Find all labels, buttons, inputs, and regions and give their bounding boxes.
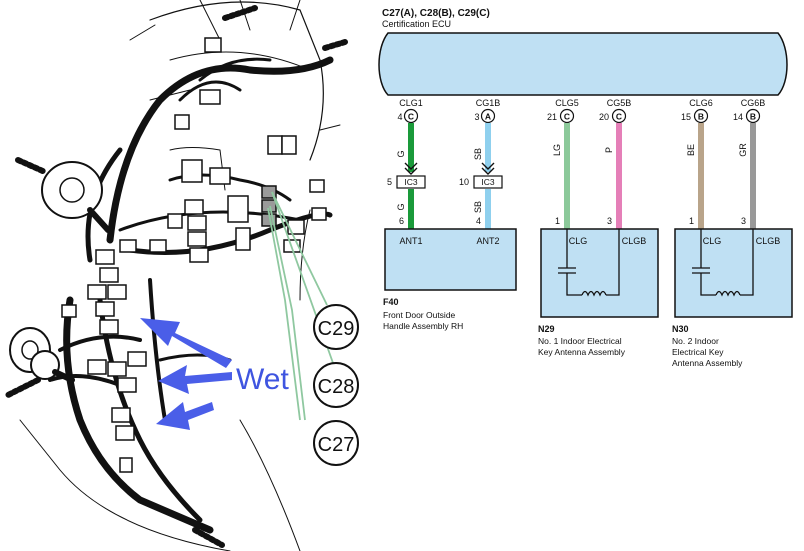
- wires: [408, 123, 756, 229]
- component-n29: CLG CLGB N29 No. 1 Indoor Electrical Key…: [538, 228, 659, 357]
- wire-code-g-lower: G: [396, 203, 406, 210]
- lc-circuit-symbol: [558, 229, 620, 297]
- junction-ic3-pin5: IC3 5: [387, 162, 426, 189]
- n29-name-line: Key Antenna Assembly: [538, 347, 626, 357]
- pin-label: CG5B: [607, 98, 632, 108]
- junction-pin-upper: 10: [459, 177, 469, 187]
- ecu-pin-cg5b: CG5B 20 C: [599, 98, 632, 124]
- f40-name-line: Front Door Outside: [383, 310, 456, 320]
- wire-code-g: G: [396, 150, 406, 157]
- harness-illustration: [5, 0, 348, 551]
- ecu-subtitle: Certification ECU: [382, 19, 451, 29]
- f40-pin-label: ANT1: [399, 236, 422, 246]
- n29-id: N29: [538, 324, 555, 334]
- junction-ic3-pin10: IC3 10: [459, 162, 503, 189]
- n30-pin-label: CLGB: [756, 236, 781, 246]
- lc-circuit-symbol: [692, 229, 754, 297]
- pin-number: 21: [547, 112, 557, 122]
- arrow-icon: [156, 402, 214, 430]
- pin-connector: C: [408, 112, 414, 122]
- arrow-icon: [140, 318, 232, 368]
- pin-label: CLG6: [689, 98, 713, 108]
- wire-code-sb: SB: [473, 148, 483, 160]
- pin-label: CLG1: [399, 98, 423, 108]
- n30-pin-label: CLG: [703, 236, 722, 246]
- callout-c27: C27: [313, 420, 359, 466]
- callout-c28: C28: [313, 362, 359, 408]
- pin-number: 4: [397, 112, 402, 122]
- ecu-pin-clg1: CLG1 4 C: [397, 98, 423, 124]
- n30-id: N30: [672, 324, 689, 334]
- n29-pin-number: 1: [555, 216, 560, 226]
- f40-pin-label: ANT2: [476, 236, 499, 246]
- n30-pin-number: 3: [741, 216, 746, 226]
- n29-pin-label: CLGB: [622, 236, 647, 246]
- wire-code-p: P: [604, 147, 614, 153]
- f40-name-line: Handle Assembly RH: [383, 321, 463, 331]
- n30-name-line: Electrical Key: [672, 347, 724, 357]
- n30-name-line: Antenna Assembly: [672, 358, 743, 368]
- pin-connector: C: [616, 112, 622, 122]
- pin-label: CG1B: [476, 98, 501, 108]
- component-f40: ANT1 ANT2 F40 Front Door Outside Handle …: [383, 228, 517, 331]
- ecu-pin-clg6: CLG6 15 B: [681, 98, 713, 124]
- wire-code-gr: GR: [738, 143, 748, 157]
- n29-name-line: No. 1 Indoor Electrical: [538, 336, 622, 346]
- f40-pin-number: 6: [399, 216, 404, 226]
- arrow-icon: [158, 365, 232, 394]
- junction-label: IC3: [481, 177, 495, 187]
- junction-pin-upper: 5: [387, 177, 392, 187]
- wire-code-sb-lower: SB: [473, 201, 483, 213]
- wet-label: Wet: [236, 363, 289, 396]
- pin-connector: B: [698, 112, 704, 122]
- wet-arrows: [140, 318, 232, 430]
- pin-label: CLG5: [555, 98, 579, 108]
- callout-c29-label: C29: [318, 318, 355, 340]
- pin-label: CG6B: [741, 98, 766, 108]
- n30-pin-number: 1: [689, 216, 694, 226]
- n29-pin-number: 3: [607, 216, 612, 226]
- pin-connector: B: [750, 112, 756, 122]
- f40-id: F40: [383, 297, 399, 307]
- callout-leaders: [267, 191, 334, 421]
- callout-c27-label: C27: [318, 434, 355, 456]
- ecu-pin-cg6b: CG6B 14 B: [733, 98, 766, 124]
- ecu-pin-cg1b: CG1B 3 A: [474, 98, 501, 124]
- f40-pin-number: 4: [476, 216, 481, 226]
- ecu-title: C27(A), C28(B), C29(C): [382, 8, 490, 19]
- junction-label: IC3: [404, 177, 418, 187]
- ecu-box: [378, 32, 788, 96]
- n29-pin-label: CLG: [569, 236, 588, 246]
- callout-c29: C29: [313, 304, 359, 350]
- pin-number: 14: [733, 112, 743, 122]
- component-n30: CLG CLGB N30 No. 2 Indoor Electrical Key…: [672, 228, 793, 368]
- n30-name-line: No. 2 Indoor: [672, 336, 719, 346]
- wire-code-be: BE: [686, 144, 696, 156]
- pin-connector: A: [485, 112, 491, 122]
- pin-number: 3: [474, 112, 479, 122]
- pin-number: 15: [681, 112, 691, 122]
- callout-c28-label: C28: [318, 376, 355, 398]
- pin-connector: C: [564, 112, 570, 122]
- wire-code-lg: LG: [552, 144, 562, 156]
- pin-number: 20: [599, 112, 609, 122]
- ecu-pin-clg5: CLG5 21 C: [547, 98, 579, 124]
